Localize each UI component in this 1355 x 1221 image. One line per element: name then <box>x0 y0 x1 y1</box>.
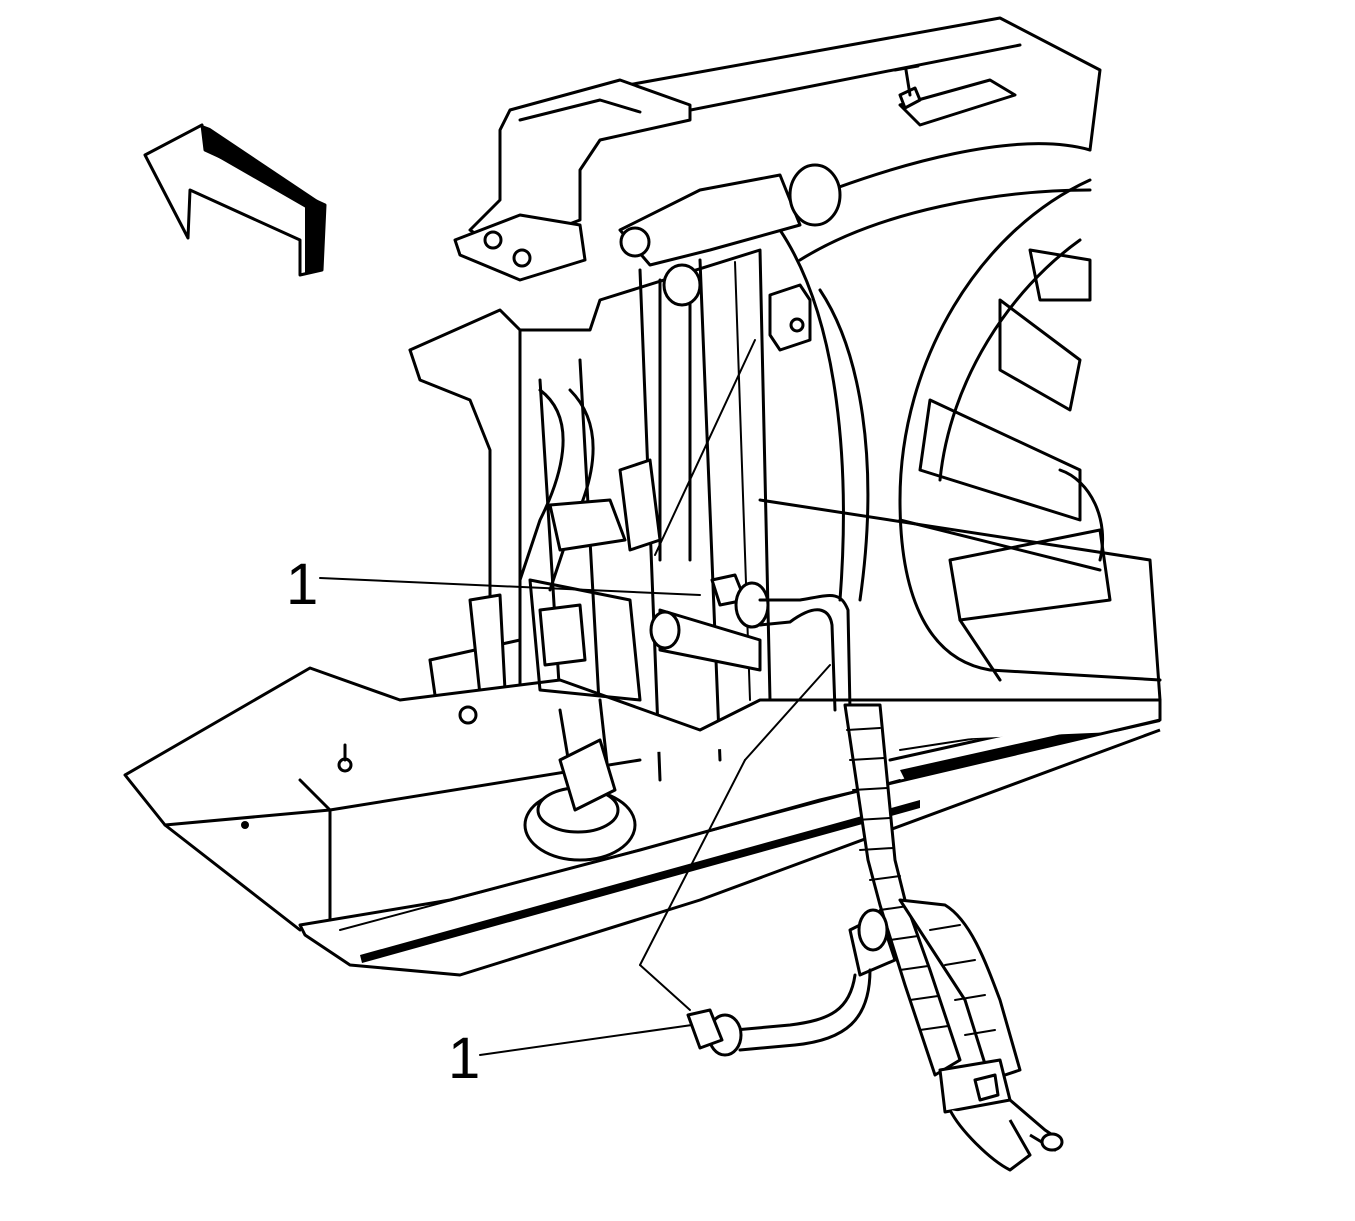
callout-leaders <box>319 339 831 1056</box>
callout-label-upper-fitting: 1 <box>286 552 319 617</box>
drain-valve <box>523 578 642 862</box>
upper-bracket <box>453 64 922 352</box>
forward-arrow-icon <box>143 123 327 277</box>
cooler-line-upper <box>710 573 852 712</box>
air-deflector <box>123 666 1162 977</box>
callout-label-lower-fitting: 1 <box>448 1026 481 1091</box>
radiator-hoses <box>468 263 762 697</box>
cooler-line-lower <box>686 908 897 1057</box>
fan-shroud <box>598 16 1162 780</box>
hose-sleeve <box>843 703 1064 1172</box>
cooling-fan <box>898 178 1162 682</box>
